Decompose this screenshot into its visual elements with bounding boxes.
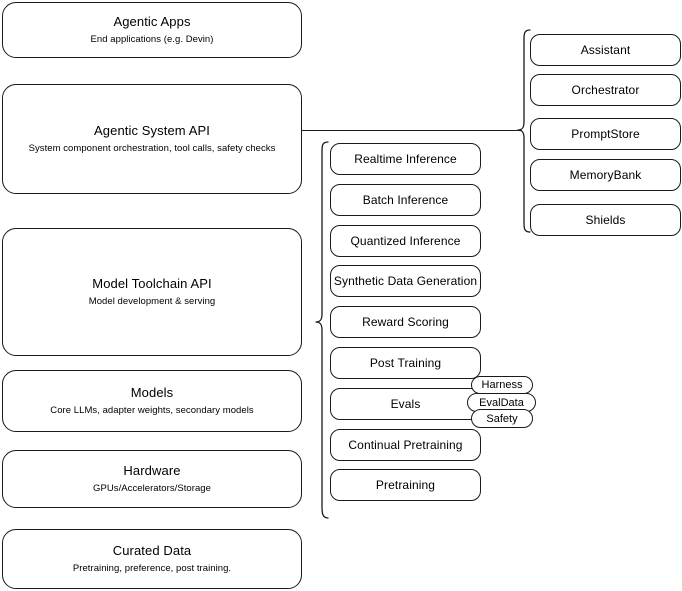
item-label: Evals [390,396,421,411]
item-label: Batch Inference [362,192,449,207]
toolchain-item-quantized-inference[interactable]: Quantized Inference [330,225,481,257]
item-label: Synthetic Data Generation [333,273,478,288]
system-item-orchestrator[interactable]: Orchestrator [530,74,681,106]
layer-models[interactable]: Models Core LLMs, adapter weights, secon… [2,370,302,432]
layer-title: Models [130,384,174,400]
system-item-assistant[interactable]: Assistant [530,34,681,66]
system-item-shields[interactable]: Shields [530,204,681,236]
eval-badge-safety[interactable]: Safety [471,409,533,428]
item-label: Post Training [369,355,442,370]
layer-subtitle: Core LLMs, adapter weights, secondary mo… [50,405,254,417]
item-label: Assistant [580,42,631,57]
layer-subtitle: End applications (e.g. Devin) [90,34,214,46]
item-label: Continual Pretraining [348,437,463,452]
eval-badge-harness[interactable]: Harness [471,376,533,394]
layer-hardware[interactable]: Hardware GPUs/Accelerators/Storage [2,450,302,508]
layer-title: Curated Data [112,542,192,558]
toolchain-item-batch-inference[interactable]: Batch Inference [330,184,481,216]
layer-subtitle: Pretraining, preference, post training. [72,563,232,575]
layer-agentic-apps[interactable]: Agentic Apps End applications (e.g. Devi… [2,2,302,58]
item-label: Pretraining [375,477,436,492]
item-label: PromptStore [571,126,640,141]
item-label: Quantized Inference [350,233,461,248]
item-label: Shields [585,212,626,227]
layer-title: Agentic Apps [113,13,191,29]
item-label: Realtime Inference [354,151,457,166]
layer-subtitle: Model development & serving [88,296,216,308]
brace-agentic-system-components [517,29,531,233]
brace-model-toolchain-components [315,141,329,519]
layer-title: Hardware [123,462,181,478]
layer-title: Model Toolchain API [92,275,212,291]
toolchain-item-reward-scoring[interactable]: Reward Scoring [330,306,481,338]
layer-model-toolchain-api[interactable]: Model Toolchain API Model development & … [2,228,302,356]
layer-curated-data[interactable]: Curated Data Pretraining, preference, po… [2,529,302,589]
layer-subtitle: System component orchestration, tool cal… [28,143,276,155]
toolchain-item-realtime-inference[interactable]: Realtime Inference [330,143,481,175]
layer-agentic-system-api[interactable]: Agentic System API System component orch… [2,84,302,194]
layer-title: Agentic System API [94,122,210,138]
toolchain-item-synthetic-data-generation[interactable]: Synthetic Data Generation [330,265,481,297]
toolchain-item-continual-pretraining[interactable]: Continual Pretraining [330,429,481,461]
toolchain-item-evals[interactable]: Evals [330,388,481,420]
system-item-promptstore[interactable]: PromptStore [530,118,681,150]
item-label: MemoryBank [569,167,642,182]
toolchain-item-post-training[interactable]: Post Training [330,347,481,379]
layer-subtitle: GPUs/Accelerators/Storage [93,483,211,495]
toolchain-item-pretraining[interactable]: Pretraining [330,469,481,501]
item-label: Reward Scoring [362,314,449,329]
item-label: Orchestrator [571,82,640,97]
connector-agentic-system-api-to-components [302,130,522,132]
system-item-memorybank[interactable]: MemoryBank [530,159,681,191]
